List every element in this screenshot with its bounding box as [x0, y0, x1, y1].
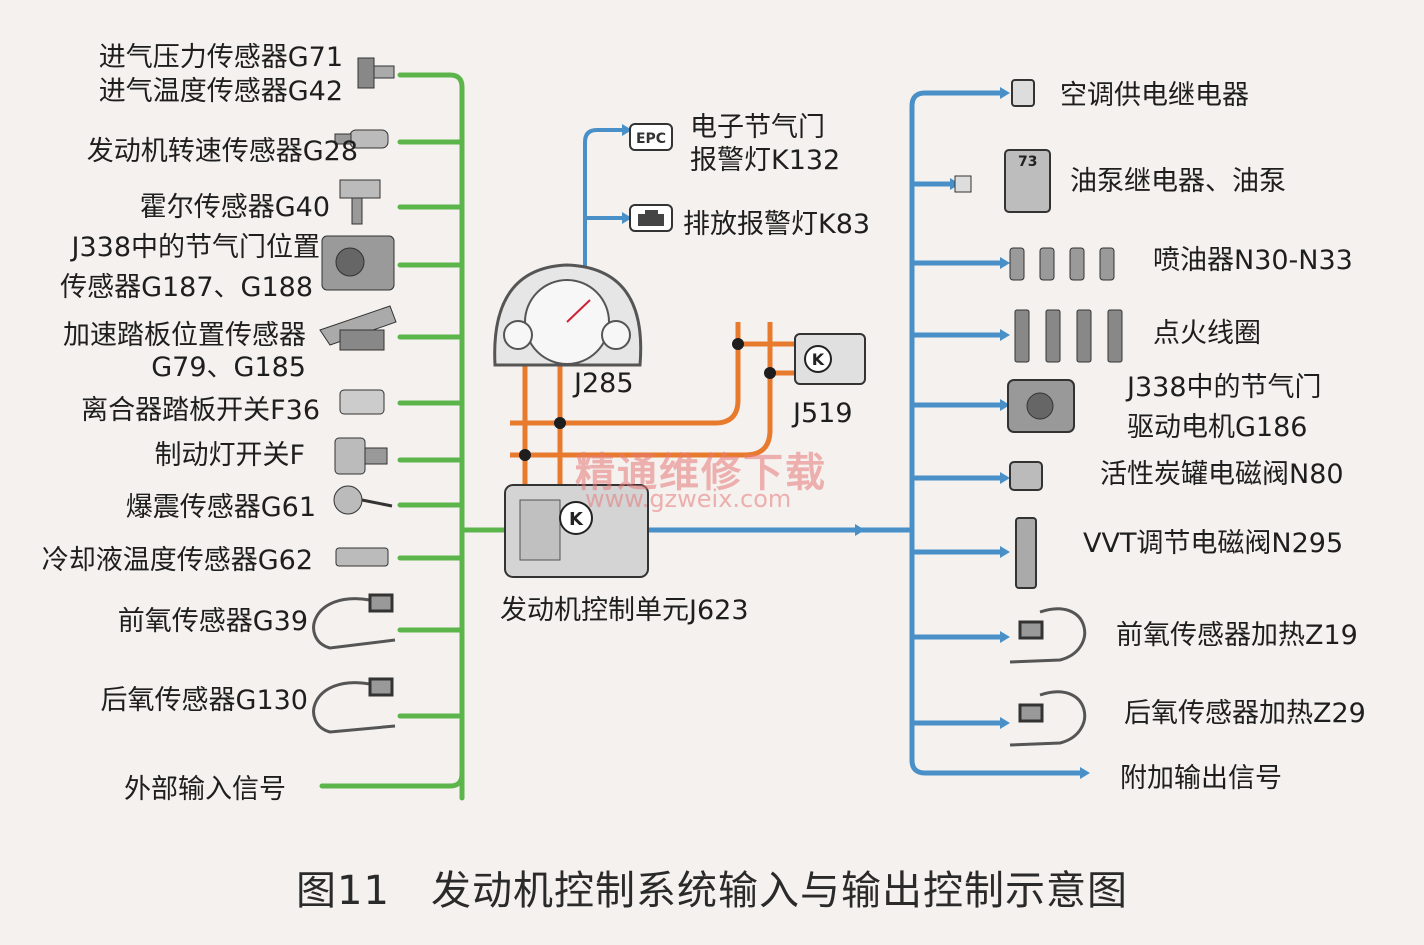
output-label-ignition-coils: 点火线圈 — [1153, 318, 1261, 349]
k132-label-line1: 电子节气门 — [690, 112, 825, 143]
clutch-switch-icon — [339, 389, 385, 415]
ignition-coils-icon — [1014, 309, 1123, 363]
svg-text:K: K — [569, 509, 584, 530]
vvt-valve-icon — [1015, 517, 1037, 589]
front-o2-sensor-icon — [312, 593, 396, 650]
j285-label: J285 — [574, 368, 634, 399]
output-label-z19: 前氧传感器加热Z19 — [1116, 620, 1358, 651]
j519-module-icon: K — [794, 333, 866, 385]
coolant-sensor-icon — [335, 547, 389, 567]
throttle-body-icon — [321, 235, 395, 291]
input-label-g40: 霍尔传感器G40 — [139, 192, 330, 223]
input-label-g39: 前氧传感器G39 — [117, 606, 308, 637]
watermark-text: 精通维修下载 — [575, 450, 827, 496]
fuel-pump-relay-icon: 73 — [954, 149, 1051, 213]
output-label-aux: 附加输出信号 — [1120, 763, 1282, 794]
output-label-g186-line2: 驱动电机G186 — [1127, 412, 1308, 443]
output-label-g186-line1: J338中的节气门 — [1127, 372, 1322, 403]
sensor-g71-icon — [357, 57, 395, 89]
sensor-g40-icon — [339, 179, 381, 225]
output-arrowheads — [855, 87, 1090, 779]
j623-label: 发动机控制单元J623 — [500, 595, 749, 626]
engine-check-lamp-icon — [629, 204, 673, 232]
input-label-g130: 后氧传感器G130 — [100, 685, 308, 716]
input-label-f36: 离合器踏板开关F36 — [81, 395, 320, 426]
pedal-sensor-icon — [319, 305, 397, 351]
j519-label: J519 — [793, 398, 853, 429]
rear-o2-heater-icon — [1009, 690, 1087, 747]
rear-o2-sensor-icon — [312, 677, 396, 734]
input-label-g187-line1: J338中的节气门位置 — [71, 232, 321, 263]
output-label-fuel-pump: 油泵继电器、油泵 — [1070, 166, 1286, 197]
lamp-branch — [583, 128, 622, 268]
input-label-g187-line2: 传感器G187、G188 — [60, 272, 313, 303]
svg-text:EPC: EPC — [636, 131, 666, 147]
input-label-external: 外部输入信号 — [124, 774, 286, 805]
evap-valve-icon — [1009, 461, 1043, 491]
epc-lamp-icon: EPC — [629, 123, 673, 151]
front-o2-heater-icon — [1009, 607, 1087, 664]
input-label-g62: 冷却液温度传感器G62 — [41, 545, 313, 576]
input-bus — [319, 72, 508, 801]
output-label-injectors: 喷油器N30-N33 — [1153, 245, 1353, 276]
input-label-g28: 发动机转速传感器G28 — [86, 136, 358, 167]
svg-text:73: 73 — [1018, 154, 1037, 170]
input-label-g79-line1: 加速踏板位置传感器 — [63, 320, 306, 351]
svg-text:K: K — [812, 350, 825, 369]
output-label-z29: 后氧传感器加热Z29 — [1124, 698, 1366, 729]
knock-sensor-icon — [333, 485, 393, 515]
output-label-n295: VVT调节电磁阀N295 — [1083, 528, 1344, 559]
output-label-ac-relay: 空调供电继电器 — [1060, 80, 1249, 111]
output-bus — [645, 90, 1083, 776]
input-label-g79-line2: G79、G185 — [151, 352, 306, 383]
k132-label-line2: 报警灯K132 — [690, 145, 841, 176]
throttle-motor-icon — [1007, 379, 1075, 433]
input-label-g71: 进气压力传感器G71 — [98, 42, 343, 73]
ecu-j623-icon: K — [504, 484, 649, 578]
can-junctions — [519, 338, 776, 461]
ac-relay-icon — [1011, 79, 1035, 107]
injectors-icon — [1009, 247, 1115, 281]
instrument-cluster-j285-icon — [493, 263, 643, 367]
brake-switch-icon — [334, 437, 388, 475]
can-bus — [510, 322, 795, 485]
watermark-url: www.gzweix.com — [585, 485, 792, 513]
lamp-arrowheads — [622, 124, 632, 224]
input-label-f: 制动灯开关F — [154, 440, 305, 471]
k83-label: 排放报警灯K83 — [683, 209, 871, 240]
sensor-g28-icon — [334, 129, 389, 149]
figure-caption: 图11 发动机控制系统输入与输出控制示意图 — [296, 868, 1128, 914]
input-label-g61: 爆震传感器G61 — [125, 492, 316, 523]
input-label-g42: 进气温度传感器G42 — [98, 76, 343, 107]
output-label-n80: 活性炭罐电磁阀N80 — [1100, 459, 1344, 490]
